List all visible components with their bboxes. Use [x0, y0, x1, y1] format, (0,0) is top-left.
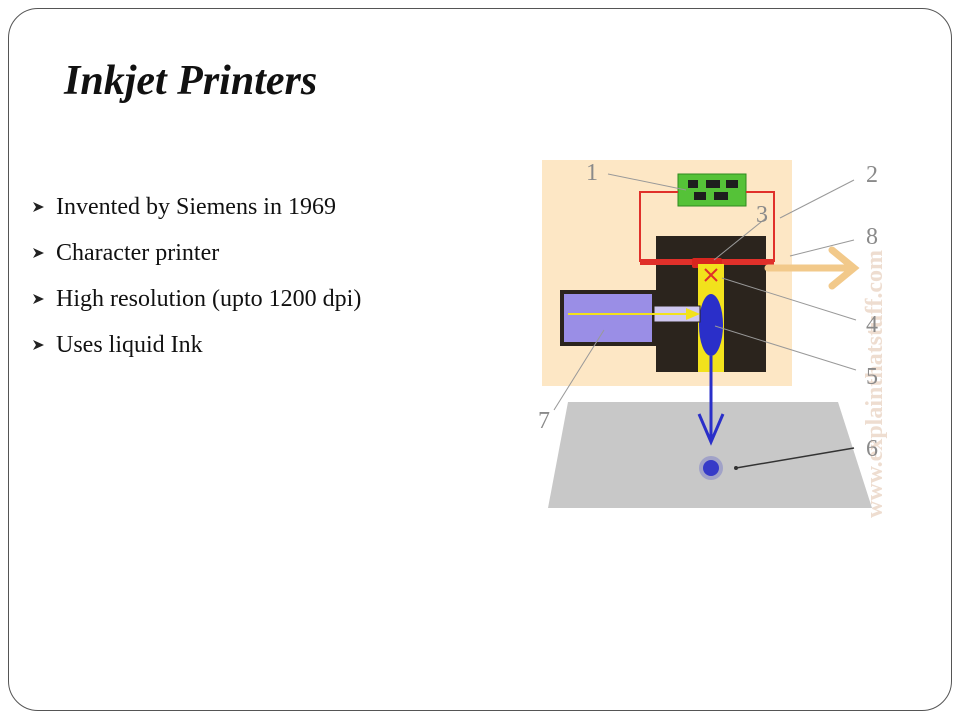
callout-5: 5: [866, 364, 878, 390]
callout-6: 6: [866, 436, 878, 462]
inkjet-diagram: www.explainthatstuff.com: [538, 160, 888, 518]
movement-arrow: [764, 246, 860, 290]
diagram-watermark: www.explainthatstuff.com: [862, 250, 888, 518]
slide-title: Inkjet Printers: [64, 58, 318, 104]
bullet-list: Invented by Siemens in 1969 Character pr…: [30, 184, 361, 368]
leader-lines: [553, 173, 857, 411]
callout-1: 1: [586, 160, 598, 186]
callout-4: 4: [866, 312, 878, 338]
bullet-item: Uses liquid Ink: [30, 322, 361, 368]
ink-dot: [703, 460, 719, 476]
slide-frame: [8, 8, 952, 711]
ink-reservoir: [564, 294, 652, 342]
bullet-text: Uses liquid Ink: [56, 332, 203, 358]
arrowhead-bullet-icon: [33, 340, 44, 350]
callout-7: 7: [538, 408, 550, 434]
arrowhead-bullet-icon: [33, 248, 44, 258]
bullet-item: High resolution (upto 1200 dpi): [30, 276, 361, 322]
wire-left: [639, 191, 678, 262]
bullet-item: Character printer: [30, 230, 361, 276]
arrowhead-bullet-icon: [33, 202, 44, 212]
ink-drop: [699, 294, 723, 356]
wire-right: [746, 191, 775, 262]
arrowhead-bullet-icon: [33, 294, 44, 304]
callout-3: 3: [756, 202, 768, 228]
callout-2: 2: [866, 162, 878, 188]
bullet-item: Invented by Siemens in 1969: [30, 184, 361, 230]
ink-flow-arrow: [686, 308, 700, 320]
paper-sheet: [548, 402, 872, 508]
bullet-text: Invented by Siemens in 1969: [56, 194, 336, 220]
callout-8: 8: [866, 224, 878, 250]
circuit-board: [677, 173, 747, 207]
bullet-text: High resolution (upto 1200 dpi): [56, 286, 362, 312]
bullet-text: Character printer: [56, 240, 220, 266]
